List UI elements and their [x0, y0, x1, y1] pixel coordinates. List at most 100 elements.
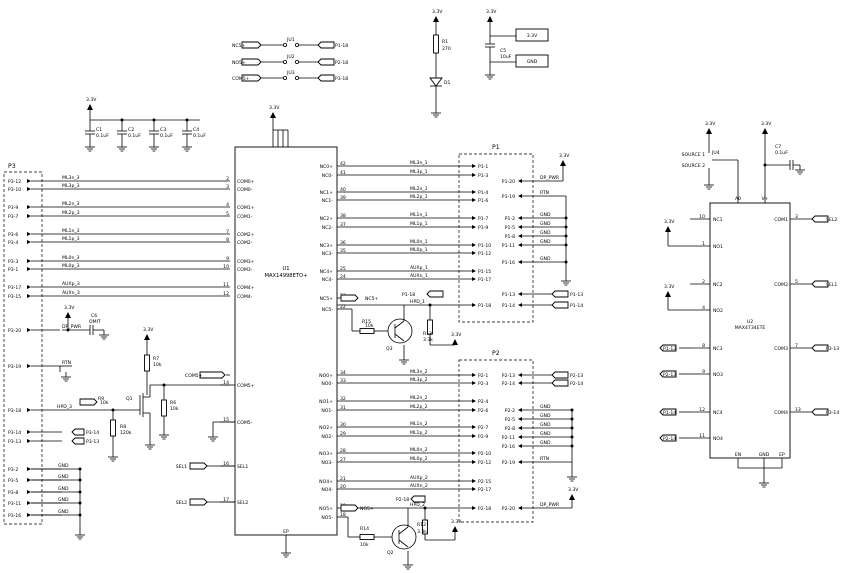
p3-net-label: ML1n_3: [62, 228, 80, 234]
power-label-3v3: 3.3V: [486, 9, 497, 15]
p3-net-label: ML1p_3: [62, 236, 80, 242]
p1-pin-label: P1-4: [478, 190, 488, 196]
net-flag-icon: [659, 370, 677, 378]
r1-value: 270: [442, 46, 451, 52]
p3-pin-label: P3-9: [8, 205, 18, 211]
u1-left-pin-name: COM4+: [237, 285, 255, 291]
power-label-3v3: 3.3V: [664, 219, 675, 225]
p2-pin-label: P2-15: [478, 479, 491, 485]
p2-net-label: ML3n_2: [410, 369, 428, 375]
connector-arrow-icon: [27, 214, 31, 218]
u2-left-pin-name: NO4: [713, 436, 723, 442]
power-label-3v3: 3.3V: [559, 153, 570, 159]
connector-arrow-icon: [27, 294, 31, 298]
u1-left-pin-num: 8: [226, 237, 229, 243]
p2-18-flag: P2-18: [396, 497, 409, 503]
p1-gnd-label: GND: [540, 239, 551, 245]
u1-right-pin-name: NO2+: [319, 425, 333, 431]
p3-net-label: ML0n_3: [62, 255, 80, 261]
p3-net-label: ML3p_3: [62, 183, 80, 189]
p2-gnd-label: GND: [540, 422, 551, 428]
p2-right-pin: P2-16: [502, 444, 515, 450]
connector-arrow-icon: [472, 399, 476, 403]
u1-left-pin-name: COM3-: [237, 267, 253, 273]
power-label-3v3: 3.3V: [143, 327, 154, 333]
junction-dot: [564, 225, 568, 229]
u2-right-pin-num: 7: [795, 343, 798, 349]
u1-left-pin-num: 12: [223, 291, 229, 297]
u1-right-pin-num: 18: [340, 512, 346, 518]
u1-left-pin-num: 5: [226, 211, 229, 217]
p1-net-label: ML1n_1: [410, 212, 428, 218]
connector-arrow-icon: [518, 234, 522, 238]
u1-right-pin-num: 36: [340, 240, 346, 246]
power-arrow-icon: [65, 312, 71, 318]
connector-arrow-icon: [472, 251, 476, 255]
p3-net-label: ML2n_3: [62, 201, 80, 207]
u1-right-pin-num: 22: [340, 304, 346, 310]
p1-gnd-label: GND: [540, 230, 551, 236]
p2-net-label: ML1p_2: [410, 430, 428, 436]
u2-left-pin-name: NC2: [713, 282, 723, 288]
u1-right-pin-num: 38: [340, 213, 346, 219]
u1-left-pin-num: 14: [223, 380, 229, 386]
connector-arrow-icon: [518, 460, 522, 464]
p1-out-flag: P1-13: [570, 292, 583, 298]
u2-left-pin-num: 2: [702, 279, 705, 285]
p2-out-flag: P2-14: [570, 381, 583, 387]
connector-arrow-icon: [472, 216, 476, 220]
connector-arrow-icon: [472, 479, 476, 483]
p3-pin-label: P3-10: [8, 187, 21, 193]
net-flag-icon: [189, 462, 208, 470]
p3-pin-label: P3-18: [8, 408, 21, 414]
u2-left-pin-name: NC3: [713, 346, 723, 352]
net-flag-icon: [551, 371, 569, 379]
net-flag-icon: [241, 41, 262, 49]
connector-arrow-icon: [472, 506, 476, 510]
r8-ref: R8: [120, 424, 126, 430]
power-arrow-icon: [665, 291, 671, 297]
u1-right-pin-num: 21: [340, 476, 346, 482]
p2-pin-label: P2-3: [478, 381, 488, 387]
transistor-icon: [398, 539, 409, 548]
connector-arrow-icon: [472, 198, 476, 202]
p1-gnd-label: GND: [540, 221, 551, 227]
jumper-pin-icon: [282, 43, 287, 48]
power-arrow-icon: [569, 494, 575, 500]
u2-chip: [709, 202, 791, 459]
u2-left-pin-name: NO2: [713, 308, 723, 314]
r9-ref: R9: [98, 396, 104, 402]
power-arrow-icon: [762, 128, 768, 134]
p2-right-pin: P2-20: [502, 506, 515, 512]
connector-arrow-icon: [472, 434, 476, 438]
u1-right-pin-name: NO3+: [319, 451, 333, 457]
p2-gnd-label: GND: [540, 404, 551, 410]
connector-arrow-icon: [518, 303, 522, 307]
u1-right-pin-num: 41: [340, 170, 346, 176]
p3-pin-label: P3-5: [8, 478, 18, 484]
u2-left-pin-num: 9: [702, 369, 705, 375]
r6-ref: R6: [170, 400, 176, 406]
u1-right-pin-name: NC1+: [320, 190, 334, 196]
connector-arrow-icon: [27, 328, 31, 332]
p2-hpd-label: HPD_2: [410, 502, 425, 508]
q3-ref: Q3: [386, 346, 393, 352]
r9-net-label: 10k: [100, 400, 109, 406]
p3-pin-label: P3-14: [8, 430, 21, 436]
p1-pin-label: P1-10: [478, 243, 491, 249]
pad-gnd: [515, 54, 549, 68]
p3-gnd-label: GND: [58, 486, 69, 492]
p3-pin-label: P3-19: [8, 364, 21, 370]
p1-net-label: ML3p_1: [410, 169, 428, 175]
power-label-3v3: 3.3V: [64, 305, 75, 311]
u1-left-pin-name: COM2-: [237, 240, 253, 246]
net-flag-icon: [71, 428, 85, 436]
u1-ref: U1: [282, 266, 289, 272]
p3-pin-label: P3-17: [8, 285, 21, 291]
r14-ref: R14: [360, 526, 369, 532]
u1-right-pin-num: 29: [340, 431, 346, 437]
p1-net-label: ML2n_1: [410, 186, 428, 192]
p1-right-pin: P1-8: [505, 234, 515, 240]
net-flag-icon: [71, 437, 85, 445]
sel1-flag: SEL1: [176, 464, 187, 470]
